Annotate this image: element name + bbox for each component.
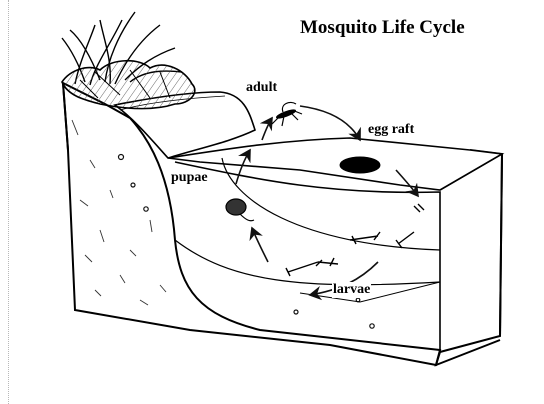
egg-raft-icon (340, 157, 380, 173)
diagram-title: Mosquito Life Cycle (300, 17, 465, 39)
larvae-label: larvae (332, 282, 371, 298)
arrow-adult-to-egg (300, 106, 360, 140)
water-surface (168, 138, 502, 190)
pupae-label: pupae (170, 170, 209, 186)
egg-raft-label: egg raft (368, 122, 414, 138)
adult-label: adult (246, 80, 277, 96)
larvae-icons (286, 204, 424, 276)
pupa-icon (226, 199, 254, 221)
arrow-up-to-adult (262, 118, 272, 140)
arrow-larvae-to-pupae (252, 228, 268, 262)
adult-mosquito-icon (272, 102, 302, 126)
